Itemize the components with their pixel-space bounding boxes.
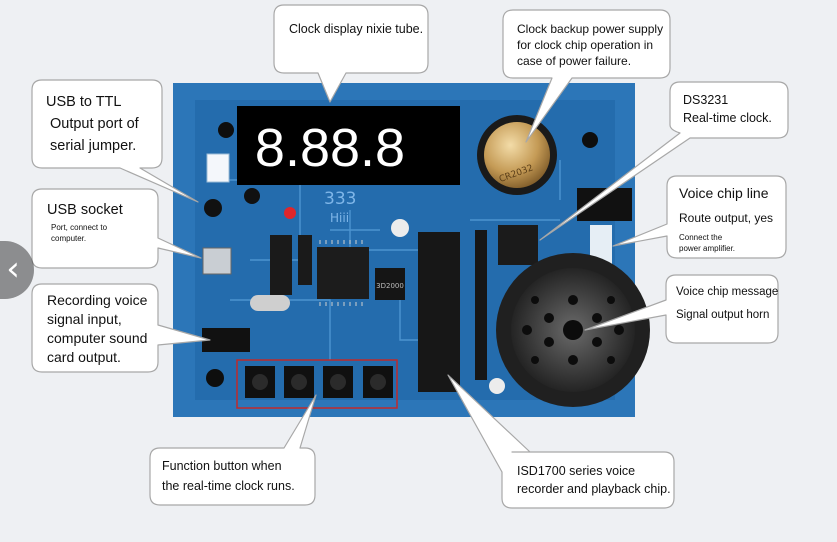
mcu-chip xyxy=(317,247,369,299)
capacitor xyxy=(204,199,222,217)
callout-voiceline-line2: Route output, yes xyxy=(679,211,773,225)
callout-recording-line3: computer sound xyxy=(47,330,147,346)
inductor-label: 3D2000 xyxy=(376,282,404,290)
capacitor xyxy=(391,219,409,237)
callout-usbsocket-sub1: Port, connect to xyxy=(51,223,108,232)
callout-voiceline-sub1: Connect the xyxy=(679,233,723,242)
callout-nixie-line1: Clock display nixie tube. xyxy=(289,22,423,36)
callout-recording-line4: card output. xyxy=(47,349,121,365)
callout-ds3231-line2: Real-time clock. xyxy=(683,111,772,125)
usb-socket xyxy=(203,248,231,274)
display-digits: 8.88.8 xyxy=(255,118,405,178)
dip-chip xyxy=(298,235,312,285)
callout-function-line1: Function button when xyxy=(162,459,282,473)
callout-voiceline-sub2: power amplifier. xyxy=(679,244,735,253)
callout-backup-line3: case of power failure. xyxy=(517,54,631,68)
led-red xyxy=(284,207,296,219)
callout-usbttl-line3: serial jumper. xyxy=(50,138,136,154)
silk-label-upper: 333 xyxy=(324,189,356,209)
silk-label-lower: Hiii xyxy=(330,211,349,225)
callout-recording-line2: signal input, xyxy=(47,311,122,327)
coin-battery: CR2032 xyxy=(477,115,557,195)
callout-usbttl-line1: USB to TTL xyxy=(46,94,121,110)
callout-usbsocket-sub2: computer. xyxy=(51,234,86,243)
callout-usbttl-line2: Output port of xyxy=(50,116,140,132)
callout-backup-line1: Clock backup power supply xyxy=(517,22,663,36)
callout-voicemsg-line1: Voice chip message xyxy=(676,286,778,298)
callout-isd-line2: recorder and playback chip. xyxy=(517,482,671,496)
crystal xyxy=(250,295,290,311)
dip-chip xyxy=(270,235,292,295)
callout-function-line2: the real-time clock runs. xyxy=(162,479,295,493)
capacitor xyxy=(489,378,505,394)
pin-header xyxy=(475,230,487,380)
mount-hole xyxy=(582,132,598,148)
speaker xyxy=(496,253,650,407)
callout-isd-line1: ISD1700 series voice xyxy=(517,464,635,478)
callout-recording-line1: Recording voice xyxy=(47,292,148,308)
callout-usbsocket-title: USB socket xyxy=(47,202,123,218)
mount-hole xyxy=(218,122,234,138)
callout-backup-line2: for clock chip operation in xyxy=(517,38,653,52)
chevron-left-icon: ‹ xyxy=(6,249,20,289)
isd1700-chip xyxy=(418,232,460,392)
callout-voiceline-line1: Voice chip line xyxy=(679,185,769,201)
callout-voicemsg-line2: Signal output horn xyxy=(676,309,769,321)
ds3231-chip xyxy=(498,225,538,265)
mount-hole xyxy=(206,369,224,387)
capacitor xyxy=(244,188,260,204)
callout-ds3231-line1: DS3231 xyxy=(683,93,728,107)
jumper-header xyxy=(207,154,229,182)
nixie-display: 8.88.8 xyxy=(237,106,460,185)
